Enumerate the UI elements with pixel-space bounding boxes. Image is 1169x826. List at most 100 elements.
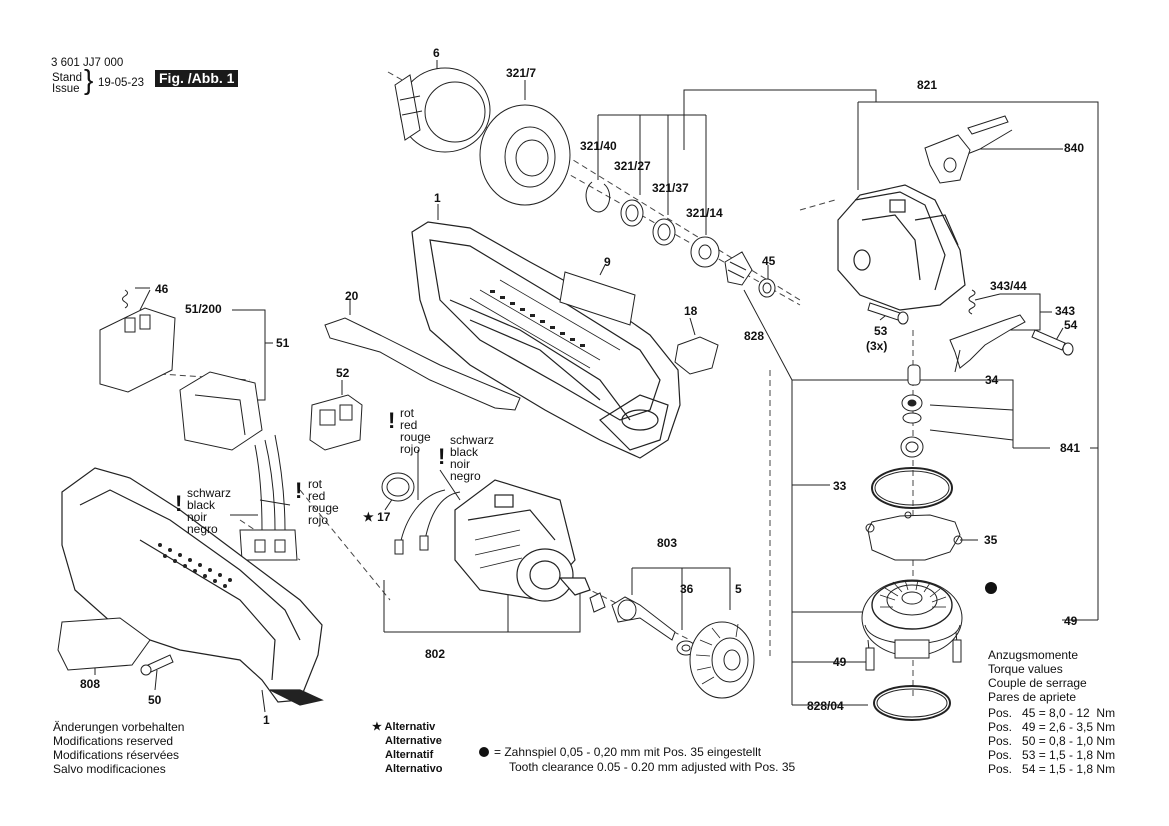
part-840: 840 (1064, 141, 1085, 155)
o-ring-828-04 (873, 685, 951, 721)
part-808: 808 (80, 677, 101, 691)
torque-row-45: Pos. 45 = 8,0 - 12 Nm (988, 706, 1116, 720)
part-343-44: 343/44 (990, 279, 1027, 293)
gear-head-housing-821 (837, 184, 966, 311)
wire-red-b-en: red (308, 489, 326, 503)
wire-red-a-en: red (400, 418, 418, 432)
screw-53 (867, 302, 909, 325)
alternative-es: Alternativo (385, 763, 443, 775)
spindle-lock-840 (924, 115, 1009, 184)
bearing-rings (585, 181, 720, 268)
o-ring-33 (871, 467, 953, 509)
part-34: 34 (985, 373, 999, 387)
part-802: 802 (425, 647, 446, 661)
part-54: 54 (1064, 318, 1078, 332)
torque-row-50: Pos. 50 = 0,8 - 1,0 Nm (988, 734, 1116, 748)
brush-block-52 (309, 394, 363, 451)
changes-fr: Modifications réservées (53, 748, 180, 762)
wire-black-a-fr: noir (187, 510, 208, 524)
label-808 (57, 617, 151, 671)
torque-row-49: Pos. 49 = 2,6 - 3,5 Nm (988, 720, 1116, 734)
alternative-en: Alternative (385, 735, 442, 747)
part-52: 52 (336, 366, 350, 380)
part-18: 18 (684, 304, 698, 318)
wire-red-b-de: rot (308, 477, 323, 491)
warning-icon: ! (388, 408, 396, 433)
tooth-clearance-en: Tooth clearance 0.05 - 0.20 mm adjusted … (509, 760, 796, 774)
motor-housing-1 (61, 467, 324, 706)
wiring (239, 434, 461, 561)
wire-black-b-de: schwarz (450, 433, 495, 447)
changes-es: Salvo modificaciones (53, 762, 166, 776)
tooth-clearance-de: = Zahnspiel 0,05 - 0,20 mm mit Pos. 35 e… (494, 745, 762, 759)
issue-date: 19-05-23 (98, 77, 145, 89)
screw-50 (140, 654, 174, 676)
spindle-803 (589, 592, 696, 656)
part-321-7: 321/7 (506, 66, 537, 80)
electronics-51 (99, 289, 263, 451)
tooth-clearance-dot (985, 582, 997, 594)
header-brace: } (84, 64, 94, 95)
part-53: 53 (874, 324, 888, 338)
part-841: 841 (1060, 441, 1081, 455)
part-343: 343 (1055, 304, 1076, 318)
part-821: 821 (917, 78, 938, 92)
torque-title-de: Anzugsmomente (988, 648, 1079, 662)
changes-en: Modifications reserved (53, 734, 174, 748)
part-51-200: 51/200 (185, 302, 222, 316)
screw-54 (1031, 329, 1074, 356)
part-321-27: 321/27 (614, 159, 651, 173)
screws-49 (865, 639, 962, 671)
wire-black-b-en: black (450, 445, 479, 459)
part-1-top: 1 (434, 191, 441, 205)
part-9: 9 (604, 255, 611, 269)
fan-guide-321-7 (479, 104, 571, 206)
part-828: 828 (744, 329, 765, 343)
cover-6 (394, 67, 491, 153)
wire-black-b-es: negro (450, 469, 481, 483)
plate-35 (865, 511, 963, 561)
pad-18 (674, 336, 719, 375)
housing-top-shell (411, 221, 681, 459)
part-49-right: 49 (1064, 614, 1078, 628)
part-803: 803 (657, 536, 678, 550)
alternative-fr: Alternatif (385, 749, 434, 761)
alternative-de: ★ Alternativ (372, 721, 436, 733)
part-20: 20 (345, 289, 359, 303)
torque-title-fr: Couple de serrage (988, 676, 1087, 690)
o-ring-828-04-inner (876, 688, 948, 718)
part-45: 45 (762, 254, 776, 268)
warning-icon: ! (295, 478, 303, 503)
part-321-14: 321/14 (686, 206, 723, 220)
torque-row-54: Pos. 54 = 1,5 - 1,8 Nm (988, 762, 1116, 776)
o-ring-33-inner (874, 470, 950, 506)
wire-black-a-es: negro (187, 522, 218, 536)
part-5: 5 (735, 582, 742, 596)
motor-802 (454, 479, 591, 602)
rail-20 (324, 317, 521, 411)
fan-5 (689, 621, 755, 699)
legend-dot (479, 747, 489, 757)
wire-red-b-fr: rouge (308, 501, 339, 515)
wire-red-a-fr: rouge (400, 430, 431, 444)
wire-black-a-en: black (187, 498, 216, 512)
warning-icon: ! (175, 491, 183, 516)
part-6: 6 (433, 46, 440, 60)
torque-title-en: Torque values (988, 662, 1063, 676)
part-51: 51 (276, 336, 290, 350)
warning-icon: ! (438, 444, 446, 469)
part-50: 50 (148, 693, 162, 707)
label-strip-9 (559, 271, 636, 326)
figure-label: Fig. /Abb. 1 (155, 70, 239, 87)
part-number: 3 601 JJ7 000 (51, 57, 124, 69)
ring-17 (381, 472, 415, 502)
leader-lines (94, 60, 1099, 713)
pin-and-bearings-34-841 (900, 364, 924, 458)
wire-black-b-fr: noir (450, 457, 471, 471)
part-321-37: 321/37 (652, 181, 689, 195)
part-828-04: 828/04 (807, 699, 844, 713)
stand-label: Stand (52, 72, 83, 84)
lever-343 (949, 289, 1026, 373)
wire-red-a-es: rojo (400, 442, 421, 456)
